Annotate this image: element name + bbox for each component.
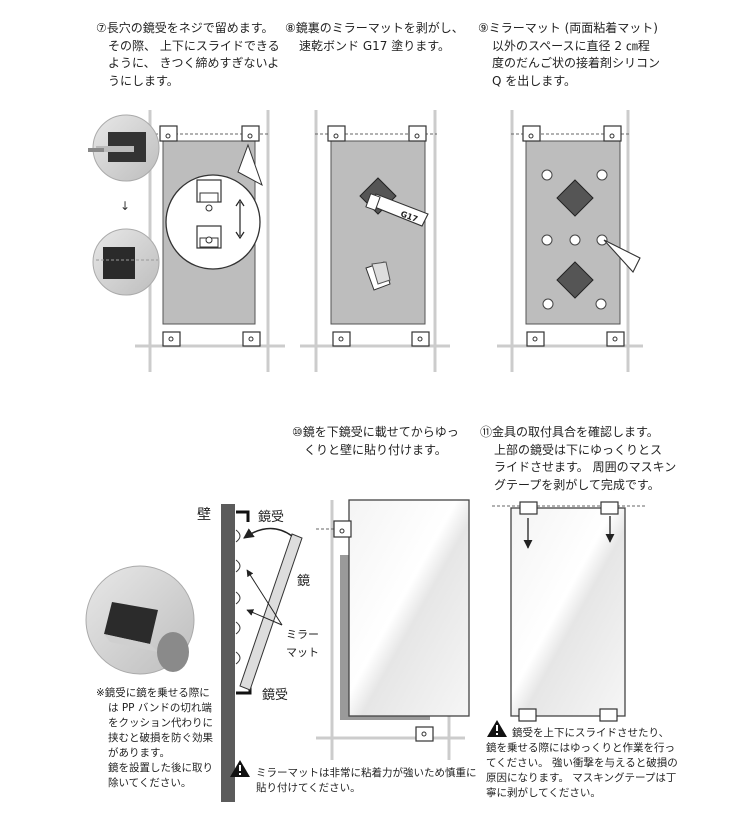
step10-text: ⑩鏡を下鏡受に載せてからゆっ くりと壁に貼り付けます。 bbox=[292, 424, 459, 459]
mirror-holder-icon bbox=[599, 708, 618, 722]
mirror-holder-icon bbox=[415, 726, 434, 742]
step11-line: グテープを剥がして完成です。 bbox=[494, 477, 660, 492]
step7-line: ように、 きつく締めすぎないよ bbox=[108, 56, 280, 70]
mirror-holder-icon bbox=[522, 125, 541, 142]
note-line: をクッション代わりに bbox=[108, 717, 213, 729]
slide-warning-note: 鏡受を上下にスライドさせたり、 鏡を乗せる際にはゆっくりと作業を行っ てください… bbox=[486, 726, 678, 801]
mirror-holder-icon bbox=[333, 520, 352, 538]
note-line: 原因になります。 マスキングテープは丁 bbox=[486, 772, 677, 784]
note-line: 鏡受を上下にスライドさせたり、 bbox=[512, 727, 670, 739]
note-line: は PP バンドの切れ端 bbox=[108, 702, 212, 714]
cushion-note: ※鏡受に鏡を乗せる際に は PP バンドの切れ端 をクッション代わりに 挟むと破… bbox=[96, 686, 213, 791]
mirror-holder-icon bbox=[408, 125, 427, 142]
step9-line: 以外のスペースに直径 2 ㎝程 bbox=[492, 38, 650, 53]
step11-line: 上部の鏡受は下にゆっくりとス bbox=[494, 442, 663, 457]
mirror-holder-icon bbox=[327, 125, 346, 142]
note-line: ミラーマットは非常に粘着力が強いため慎重に bbox=[256, 767, 477, 779]
step9-line: 度のだんご状の接着剤シリコン bbox=[492, 56, 661, 70]
mirror-holder-icon bbox=[518, 708, 537, 722]
mirror-holder-icon bbox=[600, 501, 619, 515]
step7-line: うにします。 bbox=[108, 73, 179, 88]
note-line: 貼り付けてください。 bbox=[256, 782, 361, 794]
note-line: 寧に剥がしてください。 bbox=[486, 787, 601, 799]
warning-icon bbox=[230, 760, 250, 777]
step9-line: Q を出します。 bbox=[492, 73, 577, 88]
mirror-holder-icon bbox=[411, 331, 430, 347]
step11-text: ⑪金具の取付具合を確認します。 上部の鏡受は下にゆっくりとス ライドさせます。 … bbox=[480, 424, 676, 494]
down-arrow-icon: ↓ bbox=[120, 199, 130, 213]
mat-peel-icon bbox=[365, 261, 391, 291]
mirror-mat-label-2: マット bbox=[286, 646, 319, 659]
step7-line: その際、 上下にスライドできる bbox=[108, 38, 280, 53]
note-line: 鏡を設置した後に取り bbox=[108, 762, 213, 774]
pp-band-photo bbox=[85, 565, 195, 675]
step11-diagram bbox=[492, 501, 646, 722]
mirror-holder-icon bbox=[606, 331, 625, 347]
step10-line: ⑩鏡を下鏡受に載せてからゆっ bbox=[292, 425, 459, 439]
holder-top-label: 鏡受 bbox=[258, 510, 285, 525]
mirror-holder-icon bbox=[241, 125, 260, 142]
step8-diagram: G17 bbox=[300, 110, 450, 372]
step8-text: ⑧鏡裏のミラーマットを剥がし、 速乾ボンド G17 塗ります。 bbox=[285, 20, 464, 55]
mirror-holder-icon bbox=[242, 331, 261, 347]
mirror-label: 鏡 bbox=[297, 574, 311, 589]
tilt-arrow-icon bbox=[243, 527, 293, 539]
step8-line: ⑧鏡裏のミラーマットを剥がし、 bbox=[285, 21, 464, 35]
mirror-holder-icon bbox=[519, 501, 538, 515]
mirror-holder-icon bbox=[162, 331, 181, 347]
note-line: 鏡を乗せる際にはゆっくりと作業を行っ bbox=[486, 742, 675, 754]
step8-line: 速乾ボンド G17 塗ります。 bbox=[299, 38, 450, 53]
cross-section-diagram bbox=[85, 504, 303, 802]
mirror-holder-icon bbox=[526, 331, 545, 347]
mirror-holder-icon bbox=[159, 125, 178, 142]
holder-photo bbox=[92, 228, 160, 296]
note-line: 除いてください。 bbox=[108, 777, 192, 789]
step11-line: ライドさせます。 周囲のマスキン bbox=[494, 460, 677, 474]
step9-text: ⑨ミラーマット (両面粘着マット) 以外のスペースに直径 2 ㎝程 度のだんご状… bbox=[478, 20, 660, 90]
step11-line: ⑪金具の取付具合を確認します。 bbox=[480, 425, 659, 439]
mirror-mat-label-1: ミラー bbox=[286, 628, 319, 641]
holder-bottom-label: 鏡受 bbox=[262, 688, 289, 703]
mat-warning-note: ミラーマットは非常に粘着力が強いため慎重に 貼り付けてください。 bbox=[256, 766, 477, 796]
step10-diagram bbox=[316, 499, 470, 760]
screw-photo bbox=[88, 114, 160, 182]
note-line: 挟むと破損を防ぐ効果 bbox=[108, 732, 213, 744]
note-line: ※鏡受に鏡を乗せる際に bbox=[96, 687, 210, 699]
zoom-detail-icon bbox=[165, 143, 263, 270]
silicone-dots bbox=[541, 169, 608, 310]
step9-line: ⑨ミラーマット (両面粘着マット) bbox=[478, 21, 658, 35]
warning-icon bbox=[487, 720, 507, 737]
step10-line: くりと壁に貼り付けます。 bbox=[304, 442, 447, 457]
note-line: てください。 強い衝撃を与えると破損の bbox=[486, 757, 678, 769]
mirror-holder-icon bbox=[332, 331, 351, 347]
glue-tube-icon: G17 bbox=[365, 193, 429, 227]
silicone-nozzle-icon bbox=[603, 239, 641, 273]
note-line: があります。 bbox=[108, 747, 170, 759]
step7-line: ⑦長穴の鏡受をネジで留めます。 bbox=[96, 21, 274, 35]
step7-diagram: ↓ bbox=[88, 110, 285, 372]
wall-label: 壁 bbox=[197, 507, 211, 523]
step9-diagram bbox=[497, 110, 643, 372]
mirror-holder-icon bbox=[603, 125, 622, 142]
step7-text: ⑦長穴の鏡受をネジで留めます。 その際、 上下にスライドできる ように、 きつく… bbox=[96, 20, 280, 90]
